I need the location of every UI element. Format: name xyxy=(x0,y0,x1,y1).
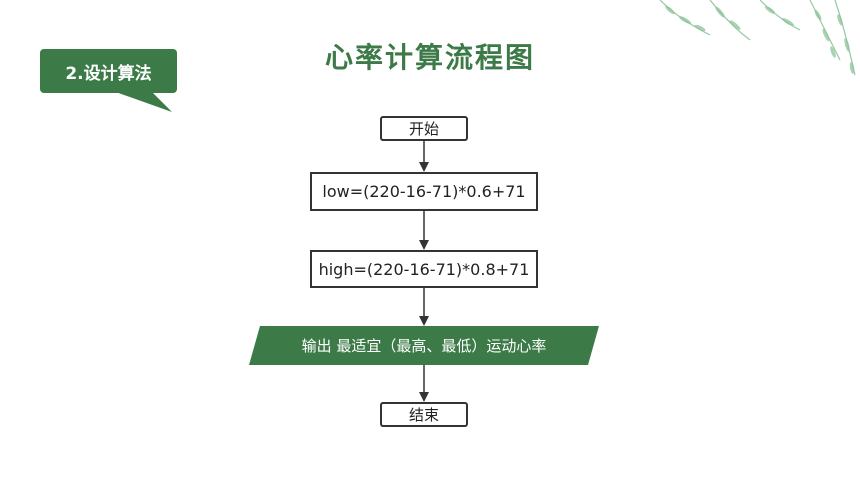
process-node-high-label: high=(220-16-71)*0.8+71 xyxy=(318,259,530,279)
process-node-high: high=(220-16-71)*0.8+71 xyxy=(310,250,538,288)
section-badge-label: 2.设计算法 xyxy=(65,63,152,84)
badge-tail-shape xyxy=(110,90,172,112)
page-title: 心率计算流程图 xyxy=(324,41,535,74)
end-node: 结束 xyxy=(380,402,468,427)
output-node: 输出 最适宜（最高、最低）运动心率 xyxy=(249,326,599,365)
start-node-label: 开始 xyxy=(408,120,439,138)
willow-leaves-decoration xyxy=(659,0,856,76)
section-badge: 2.设计算法 xyxy=(40,49,177,93)
end-node-label: 结束 xyxy=(408,406,439,424)
output-node-label: 输出 最适宜（最高、最低）运动心率 xyxy=(301,337,547,355)
process-node-low: low=(220-16-71)*0.6+71 xyxy=(310,172,538,211)
start-node: 开始 xyxy=(380,116,468,141)
process-node-low-label: low=(220-16-71)*0.6+71 xyxy=(322,182,526,201)
